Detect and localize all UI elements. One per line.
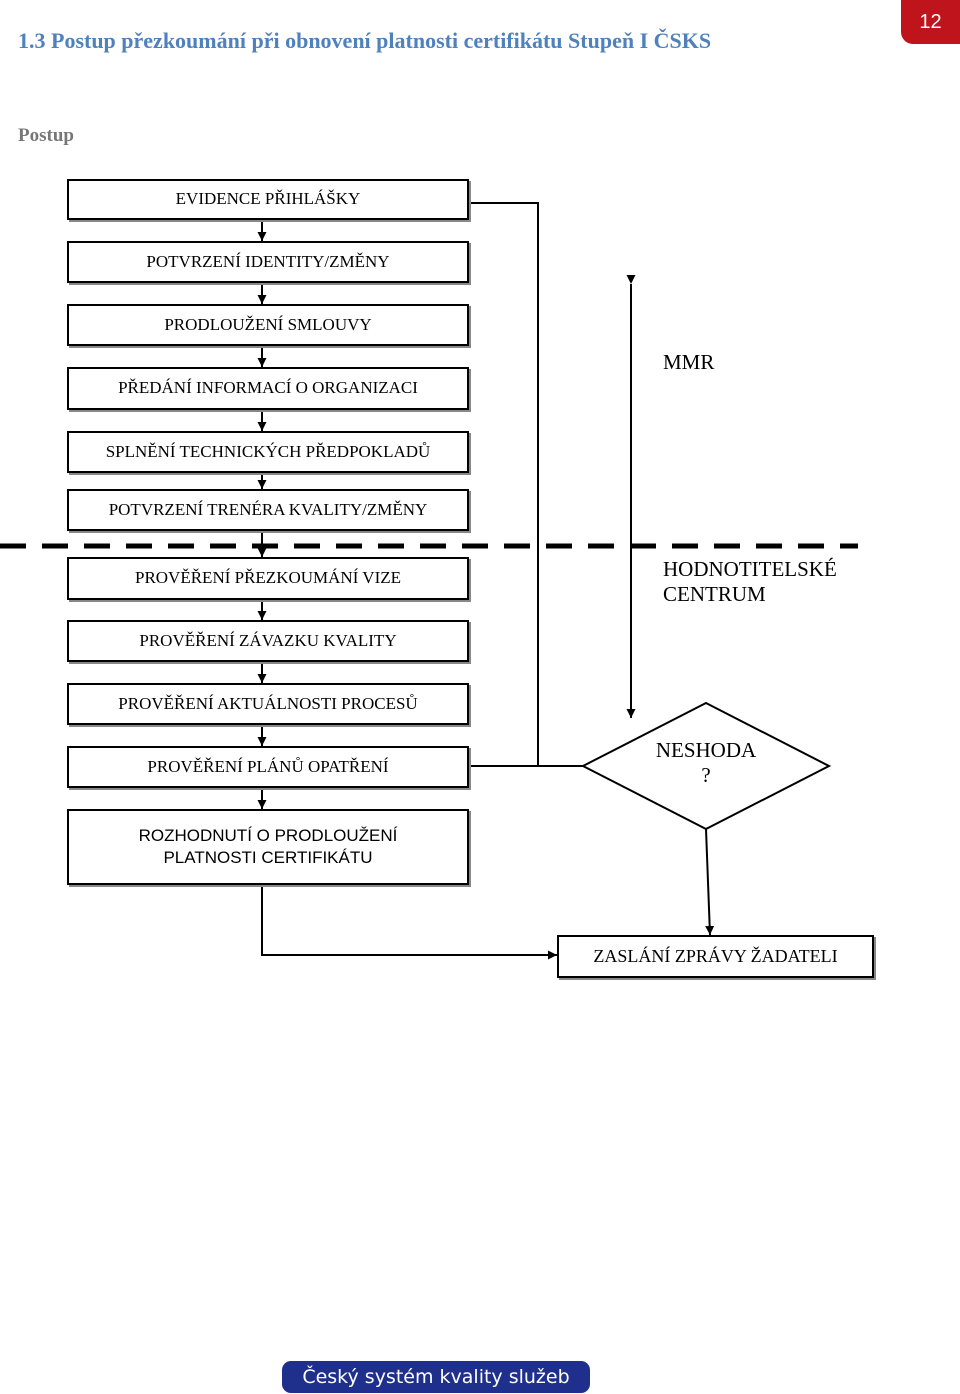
arrow-decision-final [261,885,557,960]
final-zaslani-zpravy: ZASLÁNÍ ZPRÁVY ŽADATELI [557,935,874,978]
step-rozhodnuti: ROZHODNUTÍ O PRODLOUŽENÍ PLATNOSTI CERTI… [67,809,469,885]
page-title: 1.3 Postup přezkoumání při obnovení plat… [18,28,712,53]
page-number-badge: 12 [901,0,960,44]
step-provereni-procesu: PROVĚŘENÍ AKTUÁLNOSTI PROCESŮ [67,683,469,725]
step-provereni-vize: PROVĚŘENÍ PŘEZKOUMÁNÍ VIZE [67,557,469,600]
label-mmr: MMR [663,350,715,374]
section-label: Postup [18,125,74,146]
label-hodnotitelske-centrum: HODNOTITELSKÉ CENTRUM [663,557,837,607]
step-potvrzeni-identity: POTVRZENÍ IDENTITY/ZMĚNY [67,241,469,283]
footer-brand-banner: Český systém kvality služeb [282,1361,590,1393]
diamond-line-1: NESHODA [655,738,757,762]
bracket-line [469,202,539,767]
step-provereni-planu: PROVĚŘENÍ PLÁNŮ OPATŘENÍ [67,746,469,788]
step-splneni-predpokladu: SPLNĚNÍ TECHNICKÝCH PŘEDPOKLADŮ [67,431,469,473]
decision-line-2: PLATNOSTI CERTIFIKÁTU [163,848,373,867]
step-evidence-prihlasky: EVIDENCE PŘIHLÁŠKY [67,179,469,220]
diamond-label: NESHODA ? [640,738,772,788]
step-provereni-zavazku: PROVĚŘENÍ ZÁVAZKU KVALITY [67,620,469,662]
step-potvrzeni-trenera: POTVRZENÍ TRENÉRA KVALITY/ZMĚNY [67,489,469,531]
decision-line-1: ROZHODNUTÍ O PRODLOUŽENÍ [138,825,398,845]
centrum-line-1: HODNOTITELSKÉ [663,557,837,581]
step-predani-informaci: PŘEDÁNÍ INFORMACÍ O ORGANIZACI [67,367,469,410]
step-prodlouzeni-smlouvy: PRODLOUŽENÍ SMLOUVY [67,304,469,346]
centrum-line-2: CENTRUM [663,582,766,607]
diamond-line-2: ? [701,763,711,788]
arrow-diamond-final [705,828,715,936]
